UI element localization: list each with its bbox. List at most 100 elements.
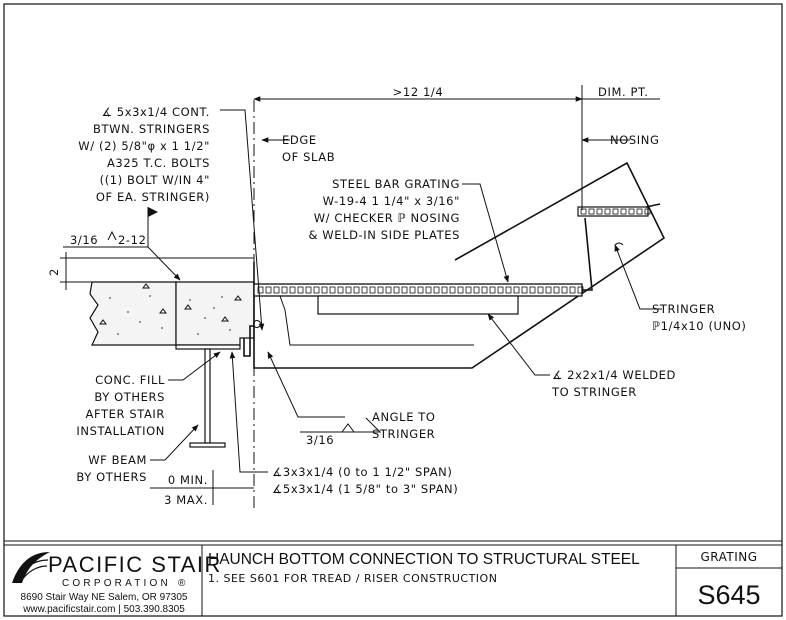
grating-cell: [569, 286, 576, 294]
conc-fill-note: CONC. FILL BY OTHERS AFTER STAIR INSTALL…: [76, 373, 166, 438]
svg-text:& WELD-IN SIDE PLATES: & WELD-IN SIDE PLATES: [308, 228, 460, 242]
company-name: PACIFIC STAIR: [48, 552, 222, 577]
nosing-cell: [644, 208, 651, 215]
svg-text:W-19-4 1 1/4" x 3/16": W-19-4 1 1/4" x 3/16": [323, 194, 460, 208]
sheet-code: S645: [697, 580, 760, 610]
svg-text:STEEL BAR GRATING: STEEL BAR GRATING: [332, 177, 460, 191]
leaders: [63, 109, 662, 473]
grating-cell: [305, 286, 312, 294]
concrete-fill: [175, 281, 255, 346]
grating-cell: [409, 286, 416, 294]
nosing-note: NOSING: [610, 133, 659, 147]
nosing-cell: [620, 208, 627, 215]
grating-cell: [433, 286, 440, 294]
grating-cell: [553, 286, 560, 294]
grating-cell: [449, 286, 456, 294]
company-corporation: CORPORATION: [62, 578, 171, 589]
svg-text:CONC. FILL: CONC. FILL: [95, 373, 165, 387]
wf-beam-note: WF BEAM BY OTHERS: [76, 453, 147, 484]
grating-cell: [497, 286, 504, 294]
upper-tread-nosing: [577, 203, 661, 217]
svg-text:AFTER STAIR: AFTER STAIR: [86, 407, 166, 421]
grating-cell: [465, 286, 472, 294]
concrete-aggregate: [99, 283, 242, 335]
grating-cell: [297, 286, 304, 294]
nosing-cell: [628, 208, 635, 215]
svg-text:BY OTHERS: BY OTHERS: [94, 390, 165, 404]
svg-text:3/16: 3/16: [70, 233, 98, 247]
svg-text:BY OTHERS: BY OTHERS: [76, 470, 147, 484]
svg-text:∡ 5x3x1/4 CONT.: ∡ 5x3x1/4 CONT.: [102, 105, 210, 119]
sheet-border: [3, 3, 783, 617]
grating-cell: [473, 286, 480, 294]
grating-cell: [273, 286, 280, 294]
company-address: 8690 Stair Way NE Salem, OR 97305: [21, 592, 188, 603]
svg-text:∡3x3x1/4 (0 to 1 1/2" SPAN): ∡3x3x1/4 (0 to 1 1/2" SPAN): [272, 465, 452, 479]
grating-cell: [353, 286, 360, 294]
grating-cell: [321, 286, 328, 294]
min-gap-label: 0 MIN.: [168, 473, 208, 487]
slab-thickness-label: 2: [47, 268, 61, 276]
edge-of-slab-note: EDGE OF SLAB: [282, 133, 335, 164]
weld-symbol-bottom: 3/16: [306, 433, 334, 447]
svg-text:TO STRINGER: TO STRINGER: [551, 385, 637, 399]
svg-text:ℙ1/4x10 (UNO): ℙ1/4x10 (UNO): [652, 319, 747, 333]
steel-bar-grating: [253, 283, 584, 297]
grating-cell: [505, 286, 512, 294]
svg-text:∡ 2x2x1/4 WELDED: ∡ 2x2x1/4 WELDED: [552, 368, 676, 382]
grating-note: STEEL BAR GRATING W-19-4 1 1/4" x 3/16" …: [308, 177, 460, 242]
svg-text:ANGLE TO: ANGLE TO: [372, 410, 436, 424]
nosing-cell: [636, 208, 643, 215]
grating-cell: [481, 286, 488, 294]
grating-cell: [425, 286, 432, 294]
grating-cell: [377, 286, 384, 294]
detail-note: 1. SEE S601 FOR TREAD / RISER CONSTRUCTI…: [208, 572, 497, 585]
svg-text:W/ (2) 5/8"φ x 1 1/2": W/ (2) 5/8"φ x 1 1/2": [78, 139, 210, 153]
company-web-phone: www.pacificstair.com | 503.390.8305: [22, 604, 185, 615]
grating-cell: [513, 286, 520, 294]
nosing-cell: [596, 208, 603, 215]
grating-cell: [385, 286, 392, 294]
svg-text:OF SLAB: OF SLAB: [282, 150, 335, 164]
angle-options-note: ∡3x3x1/4 (0 to 1 1/2" SPAN) ∡5x3x1/4 (1 …: [272, 465, 458, 496]
svg-text:((1) BOLT W/IN 4": ((1) BOLT W/IN 4": [100, 173, 210, 187]
svg-text:∡5x3x1/4 (1 5/8" to 3" SPAN): ∡5x3x1/4 (1 5/8" to 3" SPAN): [272, 482, 458, 496]
detail-title: HAUNCH BOTTOM CONNECTION TO STRUCTURAL S…: [208, 551, 640, 568]
grating-cell: [417, 286, 424, 294]
grating-cell: [281, 286, 288, 294]
nosing-cell: [588, 208, 595, 215]
weld-symbol-top: 3/16 2-12: [70, 233, 146, 247]
svg-text:EDGE: EDGE: [282, 133, 317, 147]
grating-cell: [345, 286, 352, 294]
wave-logo-icon: [12, 552, 50, 584]
grating-cell: [329, 286, 336, 294]
svg-text:STRINGER: STRINGER: [652, 302, 715, 316]
nosing-cell: [612, 208, 619, 215]
grating-cell: [457, 286, 464, 294]
svg-text:BTWN. STRINGERS: BTWN. STRINGERS: [93, 122, 210, 136]
grating-cell: [337, 286, 344, 294]
svg-text:OF EA. STRINGER): OF EA. STRINGER): [96, 190, 210, 204]
svg-text:A325 T.C. BOLTS: A325 T.C. BOLTS: [107, 156, 210, 170]
wf-beam: [175, 344, 241, 448]
riser-plate: [582, 217, 593, 291]
grating-cell: [561, 286, 568, 294]
svg-text:WF BEAM: WF BEAM: [88, 453, 147, 467]
registered-mark: ®: [178, 578, 189, 589]
detail-drawing: >12 1/4 DIM. PT. 2 0 MIN. 3 MAX. ∡ 5x3x1…: [47, 85, 747, 510]
dim-top-label: >12 1/4: [393, 85, 444, 99]
stiffener-angle: [317, 295, 519, 315]
grating-cell: [289, 286, 296, 294]
grating-cell: [529, 286, 536, 294]
grating-cell: [441, 286, 448, 294]
stringer-note: STRINGER ℙ1/4x10 (UNO): [652, 302, 747, 333]
grating-cell: [489, 286, 496, 294]
nosing-cell: [604, 208, 611, 215]
category-label: GRATING: [700, 550, 757, 564]
grating-cell: [361, 286, 368, 294]
grating-cell: [369, 286, 376, 294]
svg-text:W/ CHECKER ℙ NOSING: W/ CHECKER ℙ NOSING: [314, 211, 460, 225]
angle-to-stringer-note: ANGLE TO STRINGER: [372, 410, 436, 441]
title-block: PACIFIC STAIR CORPORATION ® 8690 Stair W…: [4, 540, 782, 616]
